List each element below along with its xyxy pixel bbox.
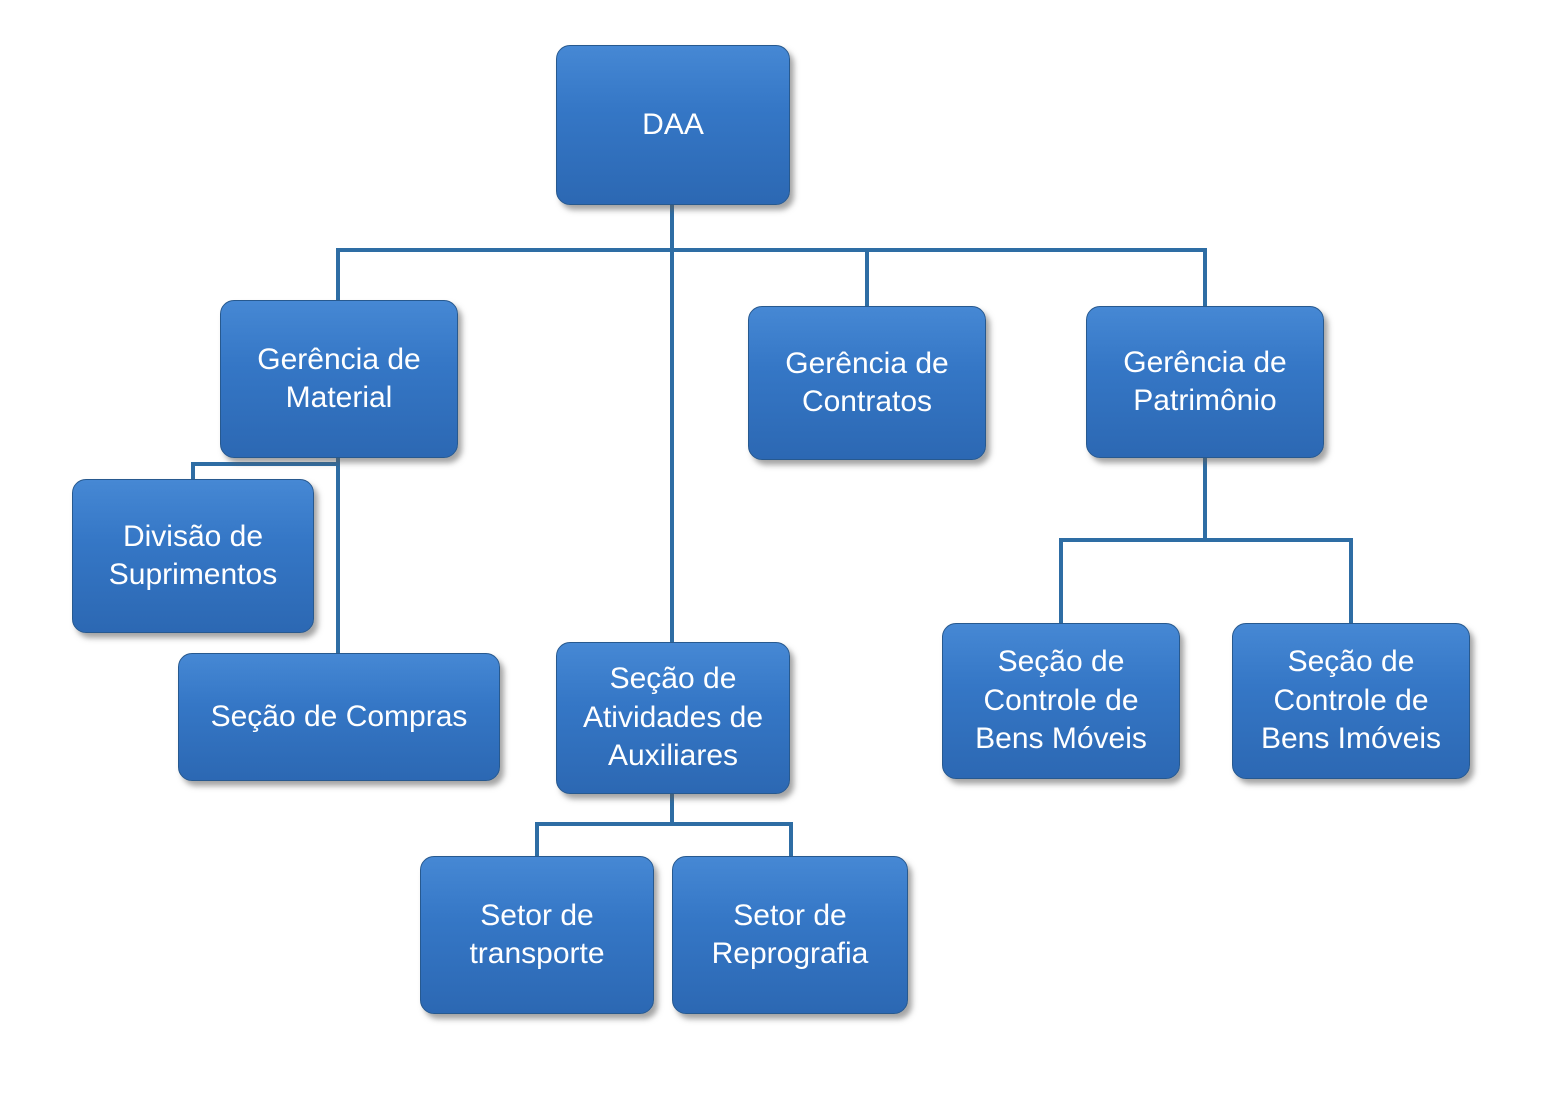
node-setor-reprografia: Setor de Reprografia [672,856,908,1014]
node-daa: DAA [556,45,790,205]
node-secao-compras-label: Seção de Compras [210,699,468,733]
node-setor-transporte: Setor de transporte [420,856,654,1014]
node-secao-atividades-auxiliares-label: Seção de Atividades de Auxiliares [582,662,764,773]
node-secao-controle-bens-moveis: Seção de Controle de Bens Móveis [942,623,1180,779]
node-gerencia-material-label: Gerência de Material [257,342,421,414]
node-gerencia-contratos: Gerência de Contratos [748,306,986,460]
node-gerencia-patrimonio-label: Gerência de Patrimônio [1123,345,1287,417]
node-secao-atividades-auxiliares: Seção de Atividades de Auxiliares [556,642,790,794]
node-daa-label: DAA [642,107,704,141]
node-setor-transporte-label: Setor de transporte [469,898,605,970]
node-secao-controle-bens-imoveis: Seção de Controle de Bens Imóveis [1232,623,1470,779]
node-gerencia-patrimonio: Gerência de Patrimônio [1086,306,1324,458]
node-gerencia-contratos-label: Gerência de Contratos [785,346,949,418]
node-gerencia-material: Gerência de Material [220,300,458,458]
node-secao-controle-bens-imoveis-label: Seção de Controle de Bens Imóveis [1260,645,1442,756]
node-divisao-suprimentos-label: Divisão de Suprimentos [108,519,278,591]
node-secao-controle-bens-moveis-label: Seção de Controle de Bens Móveis [975,645,1147,756]
node-secao-compras: Seção de Compras [178,653,500,781]
node-setor-reprografia-label: Setor de Reprografia [711,898,869,970]
node-divisao-suprimentos: Divisão de Suprimentos [72,479,314,633]
